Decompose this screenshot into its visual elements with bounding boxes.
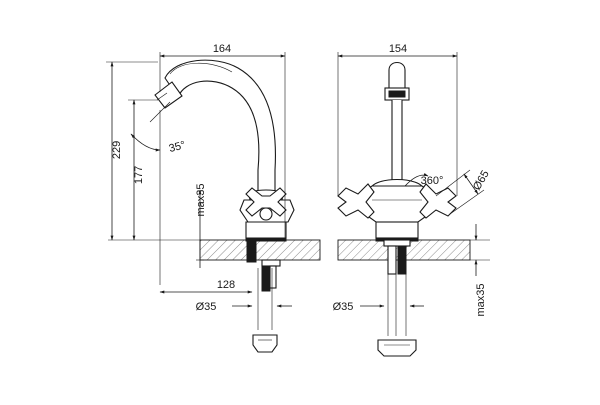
dimension-177: 177 bbox=[128, 99, 158, 241]
rotation-360: 360° bbox=[404, 173, 444, 187]
countertop-slab-right bbox=[337, 239, 490, 261]
countertop-slab-left bbox=[108, 239, 321, 261]
dimension-label-164: 164 bbox=[213, 43, 231, 55]
dimension-128: 128 bbox=[159, 279, 253, 294]
cross-handle-side bbox=[245, 187, 287, 217]
dimension-label-dia65: Ø65 bbox=[471, 168, 492, 192]
rotation-label-360: 360° bbox=[421, 175, 444, 187]
side-view: 164 229 177 35° max35 bbox=[106, 43, 321, 353]
dimension-label-154: 154 bbox=[389, 43, 407, 55]
dimension-label-128: 128 bbox=[217, 279, 235, 291]
angle-35: 35° bbox=[130, 101, 187, 285]
dimension-label-max35-side: max35 bbox=[195, 183, 207, 216]
mounting-shank-front bbox=[377, 239, 417, 357]
dimension-dia35-front: Ø35 bbox=[333, 301, 424, 313]
dimension-max35-front: max35 bbox=[474, 224, 487, 317]
cross-handle-left bbox=[337, 183, 375, 219]
front-view: 154 360° Ø65 Ø35 max35 bbox=[333, 43, 492, 357]
dimension-label-229: 229 bbox=[111, 141, 123, 159]
dimension-label-max35-front: max35 bbox=[475, 283, 487, 316]
angle-label-35: 35° bbox=[168, 139, 187, 155]
dimension-154: 154 bbox=[337, 43, 458, 196]
mounting-shank-side bbox=[246, 239, 281, 353]
vertical-spout bbox=[384, 61, 410, 181]
dimension-label-dia35-side: Ø35 bbox=[196, 301, 217, 313]
dimension-229: 229 bbox=[106, 61, 158, 241]
dimension-label-177: 177 bbox=[133, 166, 145, 184]
gooseneck-spout bbox=[154, 59, 276, 201]
dimension-164: 164 bbox=[159, 43, 286, 240]
dimension-max35-side: max35 bbox=[195, 183, 207, 268]
dimension-dia35-side: Ø35 bbox=[196, 301, 292, 313]
dimension-label-dia35-front: Ø35 bbox=[333, 301, 354, 313]
cross-handle-right bbox=[419, 183, 457, 219]
